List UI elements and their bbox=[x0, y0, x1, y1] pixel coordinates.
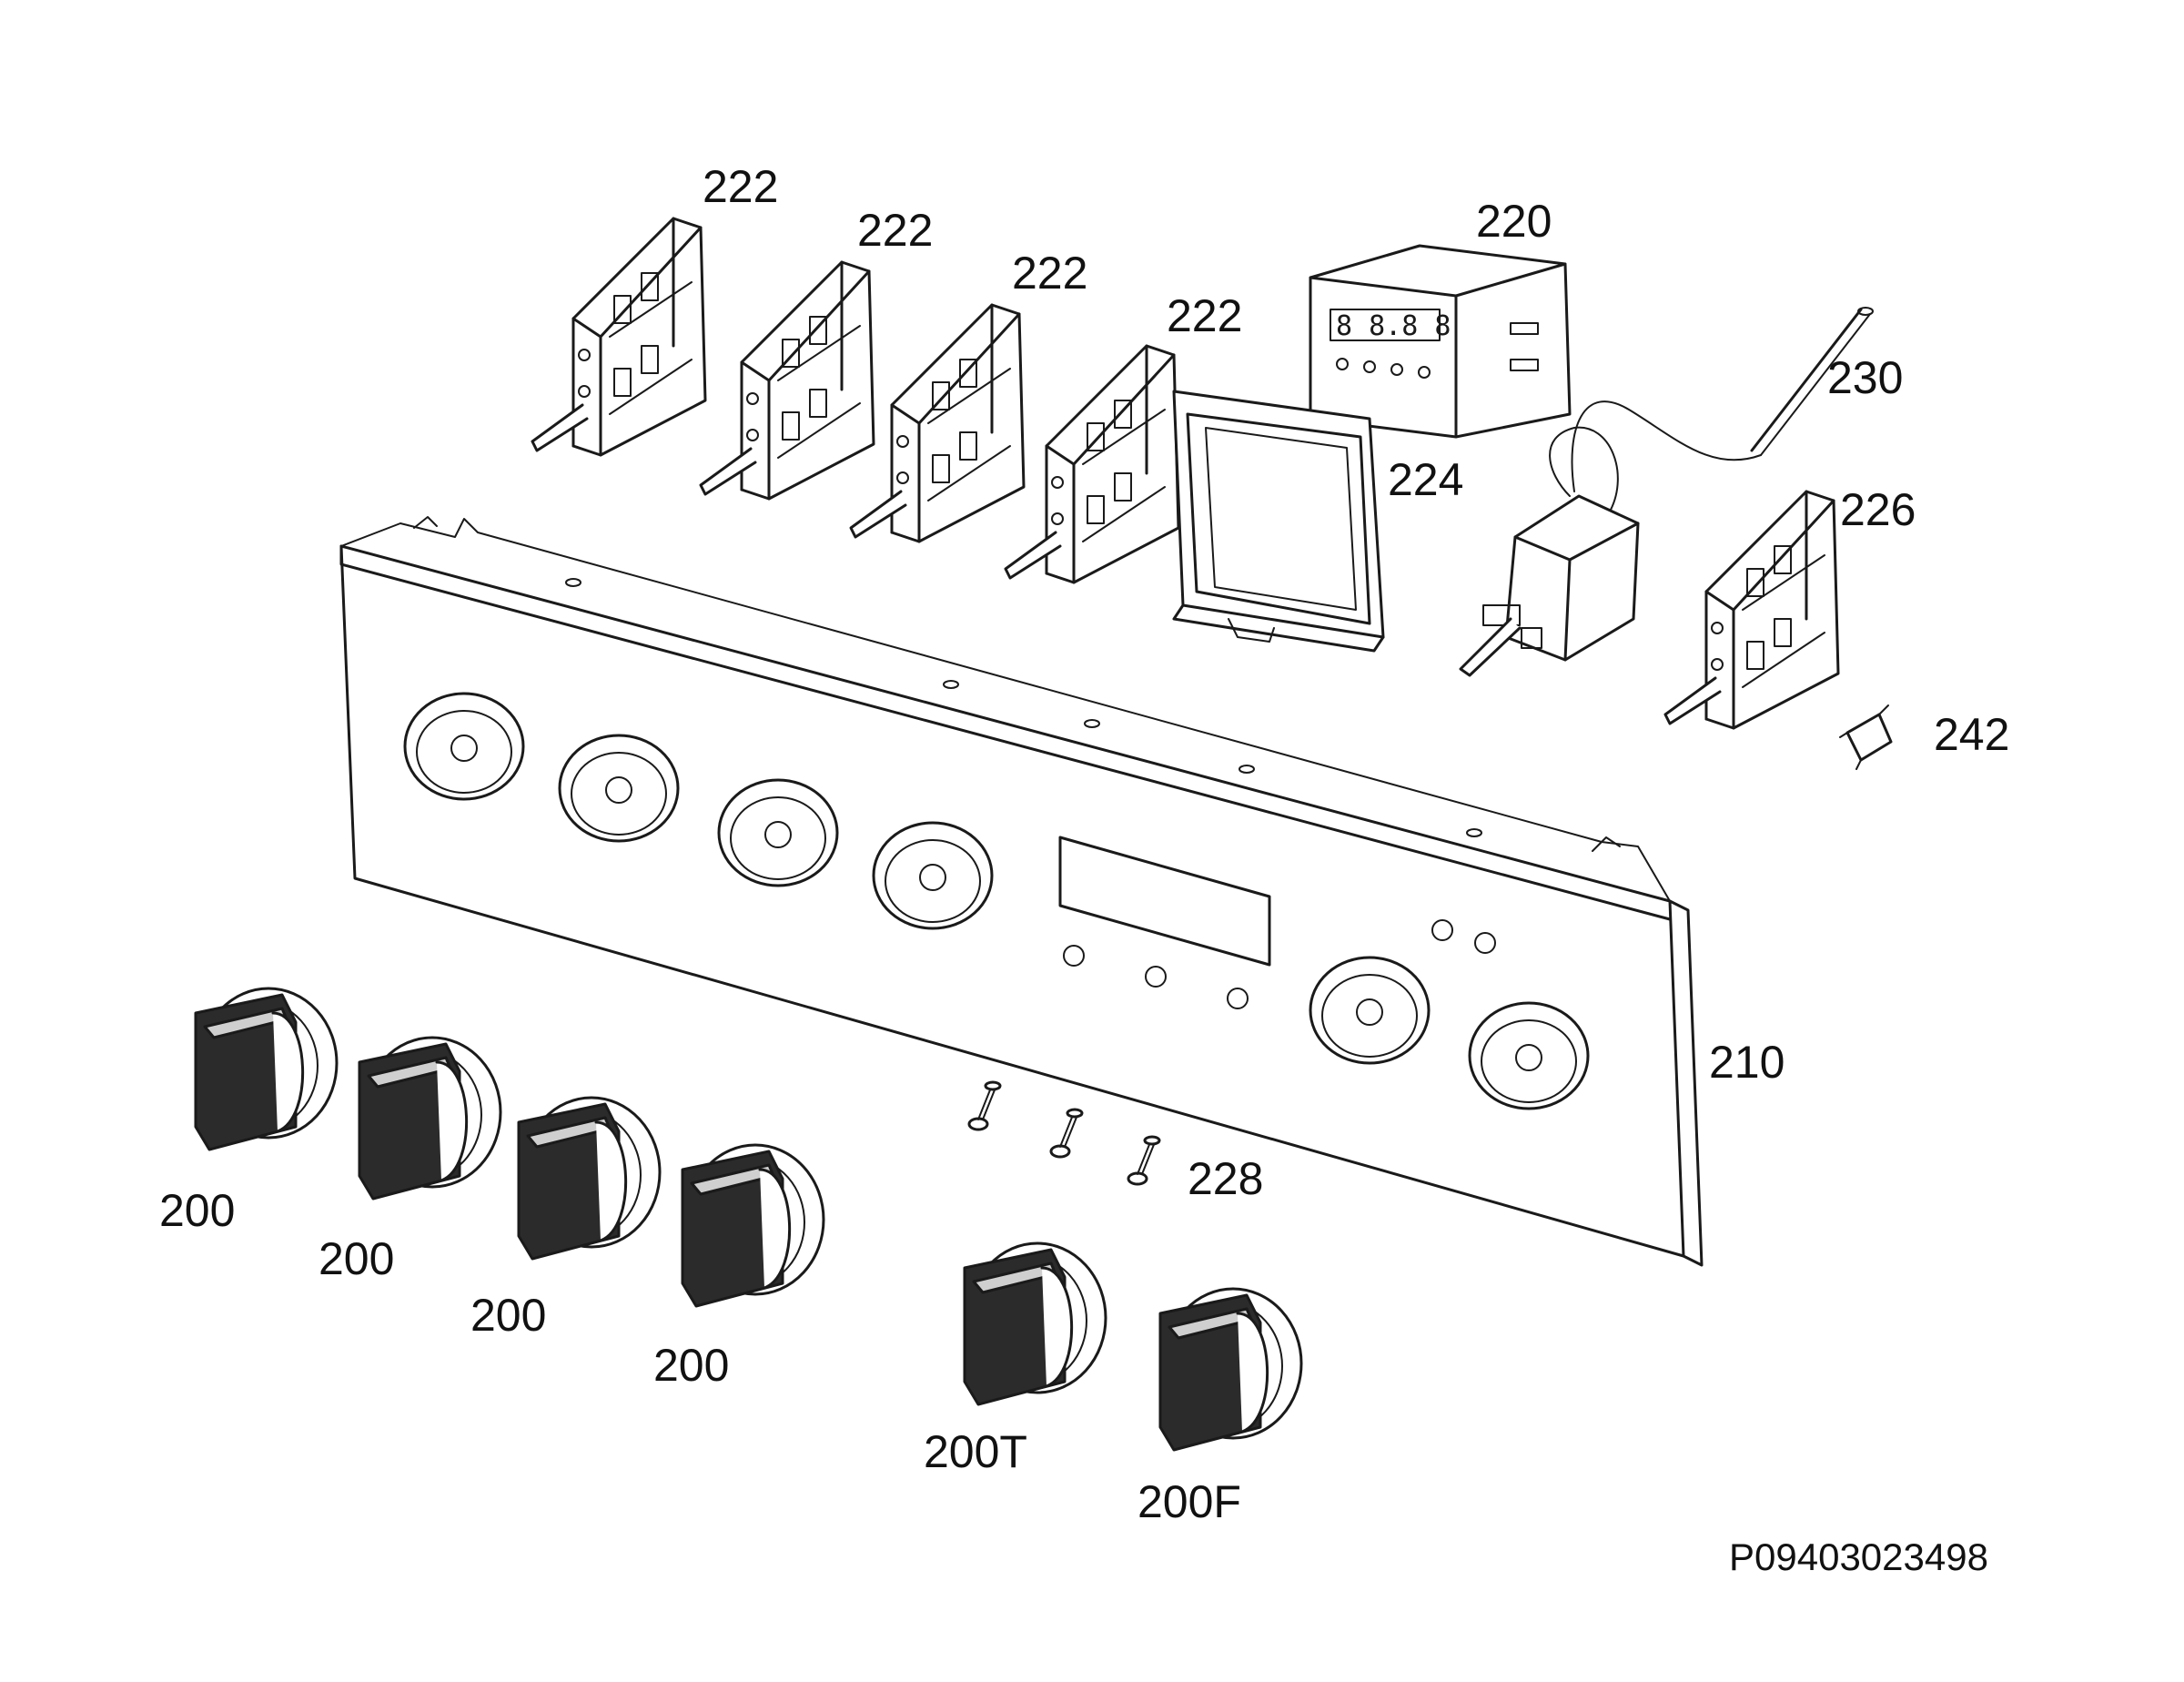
label-control-panel: 210 bbox=[1709, 1037, 1785, 1088]
label-knob-4: 200 bbox=[653, 1340, 730, 1391]
switch-222-part bbox=[531, 217, 707, 457]
thermostat-230-part bbox=[1459, 307, 1874, 677]
label-selector-switch: 226 bbox=[1840, 484, 1916, 535]
label-knob-2: 200 bbox=[318, 1233, 395, 1284]
label-switch-1: 222 bbox=[703, 161, 779, 212]
label-switch-4: 222 bbox=[1167, 290, 1243, 341]
control-panel-210-part bbox=[339, 516, 1704, 1267]
label-switch-2: 222 bbox=[857, 205, 934, 256]
label-switch-3: 222 bbox=[1012, 248, 1088, 299]
knob-200t-part bbox=[963, 1241, 1107, 1406]
label-thermostat: 230 bbox=[1827, 352, 1904, 403]
label-knob-thermostat: 200T bbox=[924, 1426, 1027, 1477]
knob-200f-part bbox=[1158, 1287, 1303, 1452]
svg-text:8 8.8 8: 8 8.8 8 bbox=[1336, 310, 1451, 342]
label-knob-1: 200 bbox=[159, 1185, 236, 1236]
timer-frame-224-part bbox=[1172, 390, 1385, 653]
label-screws: 228 bbox=[1188, 1153, 1264, 1204]
knob-200-part bbox=[194, 987, 339, 1151]
label-lamp: 242 bbox=[1934, 709, 2010, 760]
switch-222-part bbox=[699, 260, 875, 501]
knob-200-part bbox=[517, 1096, 662, 1261]
selector-switch-226-part bbox=[1663, 490, 1840, 730]
lamp-242-part bbox=[1839, 704, 1893, 770]
timer-220-part: 8 8.8 8 bbox=[1309, 244, 1572, 439]
label-knob-3: 200 bbox=[470, 1290, 547, 1341]
knob-200-part bbox=[358, 1036, 502, 1201]
switch-222-part bbox=[849, 303, 1026, 543]
drawing-code: P09403023498 bbox=[1729, 1535, 1988, 1578]
switch-222-part bbox=[1004, 344, 1180, 584]
label-knob-function: 200F bbox=[1138, 1476, 1241, 1527]
label-timer-frame: 224 bbox=[1388, 454, 1464, 505]
knob-200-part bbox=[681, 1143, 825, 1308]
label-timer: 220 bbox=[1476, 196, 1552, 247]
screws-228-part bbox=[967, 1080, 1161, 1186]
